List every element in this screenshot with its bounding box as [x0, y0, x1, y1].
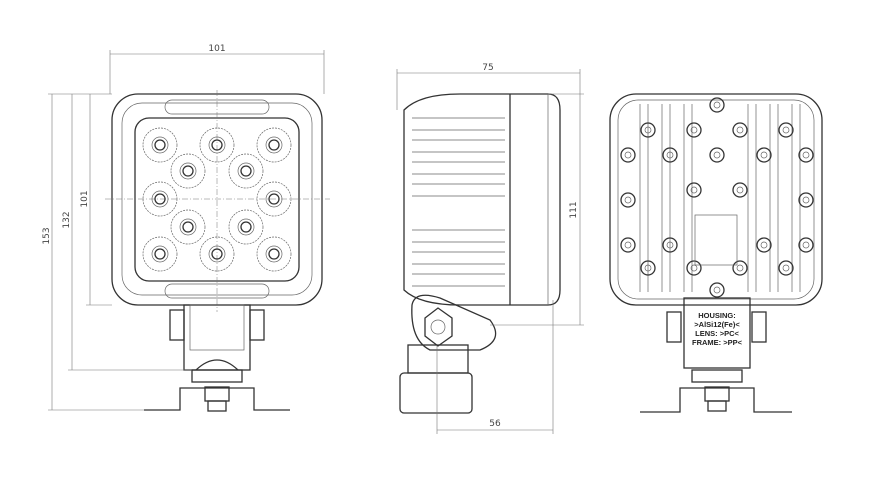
screw-icon	[778, 260, 794, 276]
screw-icon	[798, 147, 814, 163]
led-icon	[170, 153, 206, 189]
screw-icon	[732, 260, 748, 276]
led-icon	[256, 236, 292, 272]
screw-icon	[709, 147, 725, 163]
side-view	[399, 93, 561, 414]
screw-icon	[662, 147, 678, 163]
dim-front-body-height: 101	[80, 190, 90, 207]
screw-icon	[640, 122, 656, 138]
side-dimensions: 75 111 56	[396, 63, 584, 434]
screw-icon	[620, 147, 636, 163]
screw-icon	[662, 237, 678, 253]
dim-side-base-width: 56	[489, 419, 501, 429]
screw-icon	[778, 122, 794, 138]
led-icon	[228, 153, 264, 189]
cooling-fin	[412, 139, 505, 153]
cooling-rib	[791, 104, 801, 292]
screw-icon	[709, 97, 725, 113]
led-icon	[256, 127, 292, 163]
label-housing-title: HOUSING:	[698, 311, 736, 320]
dim-side-body-height: 111	[569, 201, 579, 218]
screw-icon	[686, 260, 702, 276]
screw-icon	[756, 237, 772, 253]
cooling-fin	[412, 273, 505, 287]
cooling-fin	[412, 117, 505, 131]
cooling-rib	[769, 104, 779, 292]
led-icon	[142, 127, 178, 163]
cooling-rib	[747, 104, 757, 292]
cooling-fin	[412, 161, 505, 175]
led-icon	[199, 236, 235, 272]
back-view: HOUSING: >AlSi12(Fe)< LENS: >PC< FRAME: …	[609, 93, 823, 413]
front-view	[105, 90, 330, 412]
front-dimensions: 101 153 132 101	[42, 44, 325, 411]
dim-front-overall-height: 153	[42, 227, 52, 244]
label-lens: LENS: >PC<	[695, 329, 739, 338]
screw-icon	[709, 282, 725, 298]
dim-front-mount-height: 132	[62, 211, 72, 228]
screw-icon	[798, 192, 814, 208]
dim-side-depth: 75	[482, 63, 493, 73]
label-frame: FRAME: >PP<	[692, 338, 743, 347]
led-icon	[142, 236, 178, 272]
label-housing-value: >AlSi12(Fe)<	[694, 320, 740, 329]
cooling-rib	[661, 104, 671, 292]
led-icon	[199, 127, 235, 163]
screw-icon	[798, 237, 814, 253]
cooling-fin	[412, 229, 505, 243]
led-icon	[170, 209, 206, 245]
led-icon	[142, 181, 178, 217]
led-icon	[256, 181, 292, 217]
cooling-fin	[412, 251, 505, 265]
screw-icon	[686, 182, 702, 198]
led-icon	[228, 209, 264, 245]
screw-icon	[620, 192, 636, 208]
screw-icon	[732, 122, 748, 138]
screw-icon	[756, 147, 772, 163]
screw-icon	[620, 237, 636, 253]
cooling-fin	[412, 183, 505, 197]
screw-icon	[732, 182, 748, 198]
screw-icon	[640, 260, 656, 276]
screw-icon	[686, 122, 702, 138]
dim-front-width: 101	[208, 44, 225, 54]
